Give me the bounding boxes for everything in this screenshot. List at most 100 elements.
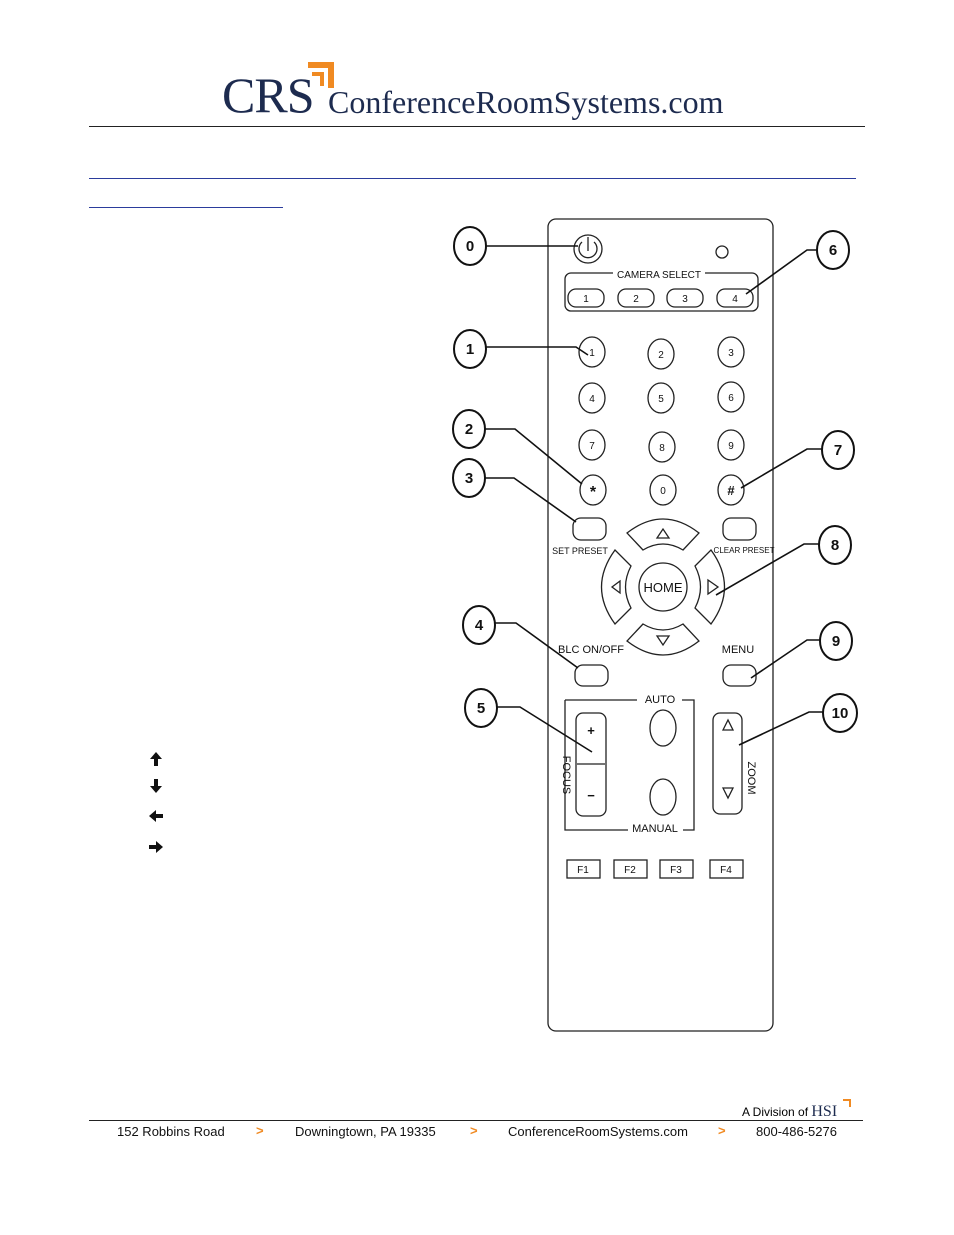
callout-4	[462, 605, 496, 645]
keypad-button-7[interactable]	[578, 429, 606, 461]
power-button[interactable]	[573, 234, 603, 264]
keypad-button-2[interactable]	[647, 338, 675, 370]
callout-label: 9	[832, 633, 840, 650]
down-triangle-icon	[655, 635, 671, 647]
leader-line-4	[495, 622, 579, 669]
focus-plus-label: +	[587, 723, 595, 738]
set-preset-label: SET PRESET	[552, 546, 608, 556]
footer-website[interactable]: ConferenceRoomSystems.com	[508, 1124, 688, 1139]
blc-button[interactable]	[574, 664, 609, 687]
keypad-label: 2	[658, 350, 664, 361]
f4-label: F4	[720, 865, 732, 876]
footer-separator: >	[470, 1123, 478, 1138]
f3-button[interactable]	[659, 859, 694, 879]
keypad-label: 0	[660, 486, 666, 497]
keypad-button-hash[interactable]	[717, 474, 745, 506]
logo-bracket-icon	[308, 62, 334, 88]
clear-preset-button[interactable]	[722, 517, 757, 541]
leader-line-6	[745, 249, 817, 295]
camera-label-2: 2	[633, 294, 639, 305]
logo-site: ConferenceRoomSystems.com	[328, 84, 724, 120]
keypad-button-0[interactable]	[649, 474, 677, 506]
callout-label: 4	[475, 617, 484, 634]
camera-button-2[interactable]	[617, 288, 655, 308]
focus-rocker[interactable]	[575, 712, 607, 817]
callout-label: 0	[466, 238, 474, 255]
camera-label-4: 4	[732, 294, 738, 305]
callout-10	[822, 693, 858, 733]
keypad-button-1[interactable]	[578, 336, 606, 368]
dpad-up-button[interactable]	[626, 518, 700, 551]
manual-focus-button[interactable]	[649, 778, 677, 816]
keypad-button-6[interactable]	[717, 381, 745, 413]
camera-button-3[interactable]	[666, 288, 704, 308]
callout-7	[821, 430, 855, 470]
f1-button[interactable]	[566, 859, 601, 879]
set-preset-button[interactable]	[572, 517, 607, 541]
footer-separator: >	[718, 1123, 726, 1138]
callout-label: 2	[465, 421, 473, 438]
zoom-in-icon	[721, 718, 735, 731]
indicator-led	[715, 245, 729, 259]
footer-address: 152 Robbins Road	[117, 1124, 225, 1139]
callout-label: 3	[465, 470, 473, 487]
f4-button[interactable]	[709, 859, 744, 879]
keypad-label: #	[727, 483, 735, 498]
keypad-button-star[interactable]	[579, 474, 607, 506]
manual-label: MANUAL	[632, 823, 678, 835]
right-triangle-icon	[707, 578, 720, 596]
menu-label: MENU	[722, 644, 754, 656]
callout-label: 6	[829, 242, 837, 259]
keypad-label: 8	[659, 443, 665, 454]
dpad-down-button[interactable]	[626, 623, 700, 656]
keypad-button-8[interactable]	[648, 431, 676, 463]
link-underline-short[interactable]	[89, 207, 283, 208]
camera-button-4[interactable]	[716, 288, 754, 308]
division-note: A Division of HSI	[742, 1103, 837, 1121]
f2-label: F2	[624, 865, 636, 876]
camera-button-1[interactable]	[567, 288, 605, 308]
leader-line-3	[485, 477, 577, 523]
callout-8	[818, 525, 852, 565]
division-prefix: A Division of	[742, 1105, 809, 1119]
footer-separator: >	[256, 1123, 264, 1138]
arrow-right-icon	[149, 841, 163, 853]
leader-line-2	[485, 428, 583, 485]
leader-line-8	[715, 543, 819, 596]
f3-label: F3	[670, 865, 682, 876]
logo-mark: CRS	[222, 67, 315, 123]
keypad-button-5[interactable]	[647, 382, 675, 414]
keypad-button-3[interactable]	[717, 336, 745, 368]
link-underline[interactable]	[89, 178, 856, 179]
leader-line-9	[750, 639, 820, 679]
zoom-rocker[interactable]	[712, 712, 743, 815]
keypad-label: 3	[728, 348, 734, 359]
camera-label-1: 1	[583, 294, 589, 305]
callout-5	[464, 688, 498, 728]
keypad-label: 1	[589, 348, 595, 359]
keypad-button-4[interactable]	[578, 382, 606, 414]
division-brand: HSI	[811, 1103, 838, 1120]
leader-line-10	[738, 711, 823, 746]
leader-line-5	[497, 706, 593, 753]
dpad-left-button[interactable]	[600, 549, 632, 625]
keypad-button-9[interactable]	[717, 429, 745, 461]
focus-bracket	[564, 700, 628, 831]
callout-1	[453, 329, 487, 369]
menu-button[interactable]	[722, 664, 757, 687]
home-button[interactable]	[638, 562, 688, 612]
camera-label-3: 3	[682, 294, 688, 305]
keypad-label: 4	[589, 394, 595, 405]
leader-line-7	[740, 448, 822, 489]
dpad-right-button[interactable]	[694, 549, 726, 625]
power-icon	[578, 241, 598, 259]
clear-preset-label: CLEAR PRESET	[714, 546, 775, 555]
auto-focus-button[interactable]	[649, 709, 677, 747]
arrow-down-icon	[150, 779, 162, 793]
focus-label: FOCUS	[560, 756, 572, 795]
f2-button[interactable]	[613, 859, 648, 879]
focus-minus-label: −	[587, 788, 595, 803]
callout-label: 5	[477, 700, 485, 717]
header-rule	[89, 126, 865, 127]
